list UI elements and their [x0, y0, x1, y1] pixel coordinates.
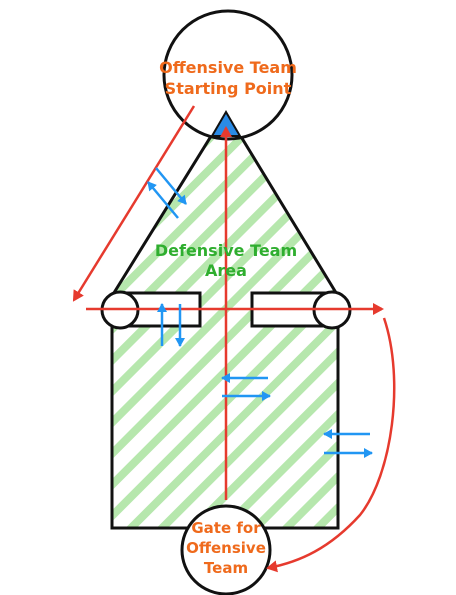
blue-arrow-roof-down — [155, 167, 187, 205]
offense-start-circle — [162, 9, 294, 141]
offense-start-label-line2: Starting Point — [165, 79, 292, 98]
defense-area-label-line1: Defensive Team — [155, 241, 297, 260]
field-body-outline-right — [262, 318, 340, 530]
offense-start-label-line1: Offensive Team — [159, 58, 297, 77]
gate-label-line3: Team — [204, 559, 248, 577]
red-diagonal-path — [72, 105, 196, 302]
field-body-outline — [110, 318, 196, 530]
gate-label-line1: Gate for — [191, 519, 261, 537]
gate-circle — [180, 504, 272, 595]
gate-label-line2: Offensive — [186, 539, 266, 557]
blue-arrow-roof-up — [147, 181, 179, 219]
defense-area-label-line2: Area — [205, 261, 247, 280]
red-curve-path — [266, 317, 396, 573]
